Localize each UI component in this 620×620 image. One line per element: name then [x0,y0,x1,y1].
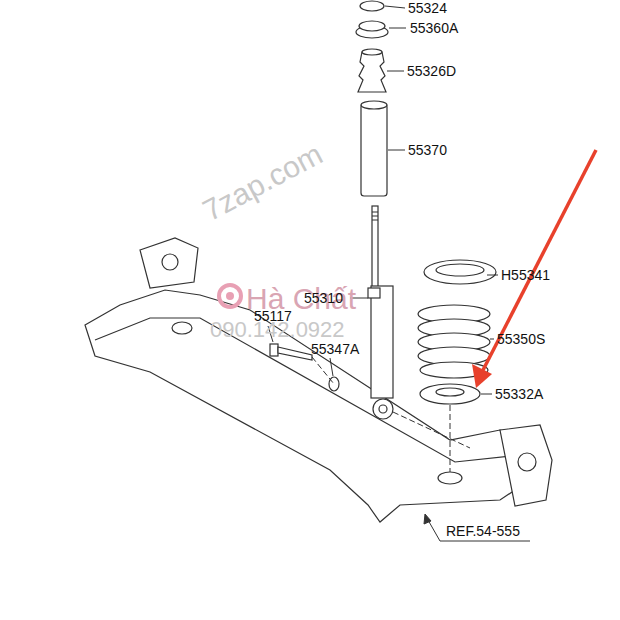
axle-beam [85,238,552,522]
mount-washer [359,21,385,31]
shock-bracket [368,288,380,298]
callout-number: 55370 [408,142,447,158]
dust-boot-top [361,101,387,109]
shock-absorber [368,206,393,419]
reference-label: REF.54-555 [446,523,520,539]
arrow-shaft [482,150,596,372]
cap [360,1,384,11]
ref-arrowhead [424,514,431,524]
lower-seat-inner [436,388,464,396]
spring-assembly [418,260,496,404]
beam-pad [172,322,192,334]
watermark-logo [219,285,241,307]
logo-ring [219,285,241,307]
right-bracket [500,425,552,506]
leader-lines [268,6,530,541]
leader-line [388,150,405,151]
callout-number: 55117 [254,308,292,324]
callout-number: H55341 [501,267,550,283]
callout-number: 55332A [495,386,543,402]
bracket-hole [162,254,178,270]
piston-rod [372,206,378,288]
dashed-line [312,357,334,384]
red-arrow [472,150,596,388]
callout-number: 55310 [304,290,343,306]
leader-line [487,275,498,276]
leader-line [389,28,406,29]
leader-line [385,6,405,8]
dust-boot [361,104,387,196]
spring-pocket [438,472,462,484]
lower-seat [420,384,480,404]
bracket-hole [518,453,536,471]
leader-line [330,358,333,376]
logo-dot [226,292,234,300]
shock-eye [373,399,393,419]
bolt-head [270,344,278,356]
callout-number: 55347A [311,341,359,357]
top-mount-parts [356,1,388,196]
ref-leader [428,520,530,541]
watermark: 7zap.com [197,136,328,228]
upper-seat-inner [436,264,484,276]
dashed-line [393,412,470,448]
dashed-line [450,405,451,472]
bolt-shank [278,347,312,360]
left-bracket [140,238,198,288]
bump-stop [358,52,386,92]
callout-number: 55350S [497,331,545,347]
leader-line [481,394,492,395]
callout-number: 55324 [408,0,447,16]
shock-eye-hole [379,405,387,413]
beam [85,290,545,522]
leader-line [387,71,404,72]
callout-number: 55360A [410,20,458,36]
upper-seat [424,260,496,284]
shock-body [371,286,393,398]
assembly-lines [312,357,470,472]
leader-line [490,339,494,340]
beam-edge [95,318,520,462]
arrow-head [472,364,492,388]
rod-thread [372,212,378,220]
callout-number: 55326D [407,63,456,79]
bump-stop-top [362,49,382,55]
